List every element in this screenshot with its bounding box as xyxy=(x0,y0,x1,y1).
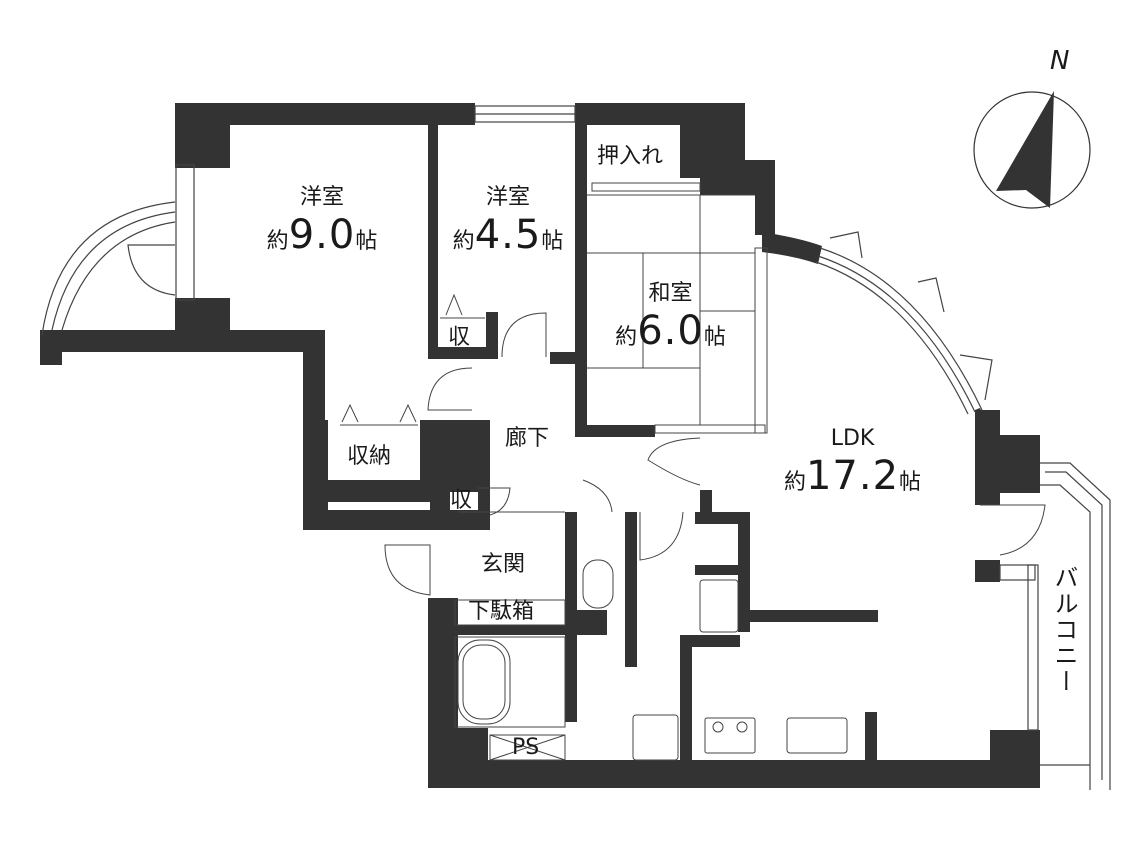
room-name: 洋室 xyxy=(299,185,344,210)
room-japanese: 和室 約6.0帖 xyxy=(598,281,743,352)
room-name: LDK xyxy=(830,426,875,451)
area-value: 9.0 xyxy=(288,212,356,258)
room-name: 和室 xyxy=(648,281,693,306)
tatami-lines xyxy=(587,182,768,434)
hallway-label: 廊下 xyxy=(505,426,550,451)
ldk-curved-window xyxy=(815,231,993,415)
area-unit: 帖 xyxy=(355,229,378,254)
room-western-4-5: 洋室 約4.5帖 xyxy=(438,185,578,256)
oshiire-label: 押入れ xyxy=(597,144,664,169)
room-area: 約4.5帖 xyxy=(438,215,578,255)
compass-north-label: N xyxy=(1050,46,1070,76)
room-western-9: 洋室 約9.0帖 xyxy=(252,185,392,256)
room-area: 約17.2帖 xyxy=(765,456,940,496)
top-window xyxy=(474,105,576,123)
north-arrow-icon xyxy=(973,91,1091,209)
area-unit: 帖 xyxy=(541,229,564,254)
area-prefix: 約 xyxy=(783,470,806,495)
area-prefix: 約 xyxy=(615,325,638,350)
bay-window xyxy=(41,164,195,336)
area-prefix: 約 xyxy=(266,229,289,254)
room-ldk: LDK 約17.2帖 xyxy=(765,426,940,497)
doors xyxy=(384,312,1046,596)
entrance-label: 玄関 xyxy=(481,552,526,577)
walls xyxy=(40,103,1040,788)
area-prefix: 約 xyxy=(452,229,475,254)
area-value: 6.0 xyxy=(637,308,704,354)
storage-label: 収納 xyxy=(347,444,392,469)
pipe-space-label: PS xyxy=(512,735,540,760)
balcony-label: バルコニー xyxy=(1050,565,1078,695)
room-name: 洋室 xyxy=(485,185,530,210)
room-area: 約9.0帖 xyxy=(252,215,392,255)
area-unit: 帖 xyxy=(703,325,726,350)
fixtures xyxy=(454,511,848,761)
storage-small-label-2: 収 xyxy=(450,488,473,513)
balcony-rail xyxy=(999,462,1111,790)
area-unit: 帖 xyxy=(899,470,922,495)
area-value: 4.5 xyxy=(474,212,542,258)
storage-small-label-1: 収 xyxy=(448,325,471,350)
room-area: 約6.0帖 xyxy=(598,311,743,351)
area-value: 17.2 xyxy=(805,453,900,499)
closet-doors xyxy=(340,293,485,426)
shoe-cabinet-label: 下駄箱 xyxy=(468,599,535,624)
